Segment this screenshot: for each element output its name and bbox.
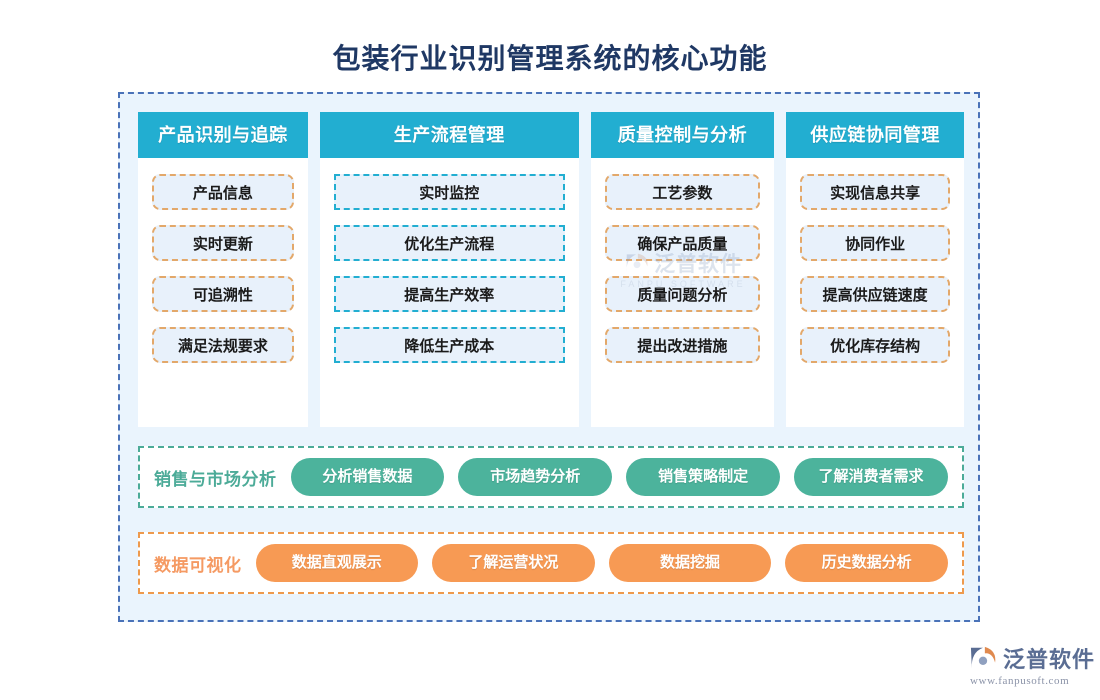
sales-analysis-row: 销售与市场分析 分析销售数据 市场趋势分析 销售策略制定 了解消费者需求 <box>138 446 964 508</box>
feature-item[interactable]: 提出改进措施 <box>604 327 761 363</box>
sales-pill[interactable]: 分析销售数据 <box>290 458 445 496</box>
column-body: 实时监控 优化生产流程 提高生产效率 降低生产成本 <box>320 158 579 427</box>
sales-pill[interactable]: 销售策略制定 <box>626 458 781 496</box>
row-label-dataviz: 数据可视化 <box>154 555 242 575</box>
column-body: 产品信息 实时更新 可追溯性 满足法规要求 <box>138 158 308 427</box>
brand-lockup: 泛普软件 <box>968 642 1095 674</box>
data-visualization-row: 数据可视化 数据直观展示 了解运营状况 数据挖掘 历史数据分析 <box>138 532 964 594</box>
feature-item[interactable]: 工艺参数 <box>604 174 761 210</box>
dataviz-pill[interactable]: 了解运营状况 <box>432 544 595 582</box>
feature-item[interactable]: 满足法规要求 <box>152 327 294 363</box>
dataviz-pill[interactable]: 数据挖掘 <box>608 544 772 582</box>
feature-item[interactable]: 产品信息 <box>152 174 294 210</box>
core-functions-panel: 产品识别与追踪 产品信息 实时更新 可追溯性 满足法规要求 生产流程管理 实时监… <box>118 92 980 622</box>
feature-item[interactable]: 确保产品质量 <box>604 225 761 261</box>
sales-pill[interactable]: 了解消费者需求 <box>794 458 948 496</box>
feature-item[interactable]: 可追溯性 <box>152 276 294 312</box>
page-title: 包装行业识别管理系统的核心功能 <box>332 43 768 74</box>
column-body: 工艺参数 确保产品质量 质量问题分析 提出改进措施 <box>591 158 775 427</box>
column-card-quality-control: 质量控制与分析 工艺参数 确保产品质量 质量问题分析 提出改进措施 <box>590 112 775 427</box>
feature-item[interactable]: 质量问题分析 <box>604 276 761 312</box>
feature-item[interactable]: 提高供应链速度 <box>800 276 950 312</box>
feature-item[interactable]: 降低生产成本 <box>333 327 565 363</box>
dataviz-pill[interactable]: 数据直观展示 <box>255 544 419 582</box>
feature-item[interactable]: 优化生产流程 <box>333 225 565 261</box>
column-card-supply-chain: 供应链协同管理 实现信息共享 协同作业 提高供应链速度 优化库存结构 <box>786 112 964 427</box>
columns-row: 产品识别与追踪 产品信息 实时更新 可追溯性 满足法规要求 生产流程管理 实时监… <box>138 112 964 427</box>
column-body: 实现信息共享 协同作业 提高供应链速度 优化库存结构 <box>786 158 964 427</box>
column-card-product-identification: 产品识别与追踪 产品信息 实时更新 可追溯性 满足法规要求 <box>138 112 308 427</box>
column-header: 质量控制与分析 <box>590 112 775 158</box>
brand-url: www.fanpusoft.com <box>970 675 1070 687</box>
dataviz-pill[interactable]: 历史数据分析 <box>785 544 948 582</box>
feature-item[interactable]: 实时更新 <box>152 225 294 261</box>
feature-item[interactable]: 优化库存结构 <box>800 327 950 363</box>
column-header: 生产流程管理 <box>319 112 579 158</box>
brand-logo: 泛普软件 www.fanpusoft.com <box>968 642 1095 687</box>
brand-name: 泛普软件 <box>1003 647 1096 672</box>
feature-item[interactable]: 协同作业 <box>800 225 950 261</box>
column-header: 供应链协同管理 <box>786 112 964 158</box>
column-header: 产品识别与追踪 <box>138 112 308 158</box>
row-label-sales: 销售与市场分析 <box>154 469 277 489</box>
feature-item[interactable]: 实现信息共享 <box>800 174 950 210</box>
feature-item[interactable]: 实时监控 <box>333 174 565 210</box>
column-card-production-process: 生产流程管理 实时监控 优化生产流程 提高生产效率 降低生产成本 <box>319 112 579 427</box>
feature-item[interactable]: 提高生产效率 <box>333 276 565 312</box>
fanpu-logo-icon <box>968 645 998 671</box>
sales-pill[interactable]: 市场趋势分析 <box>458 458 613 496</box>
